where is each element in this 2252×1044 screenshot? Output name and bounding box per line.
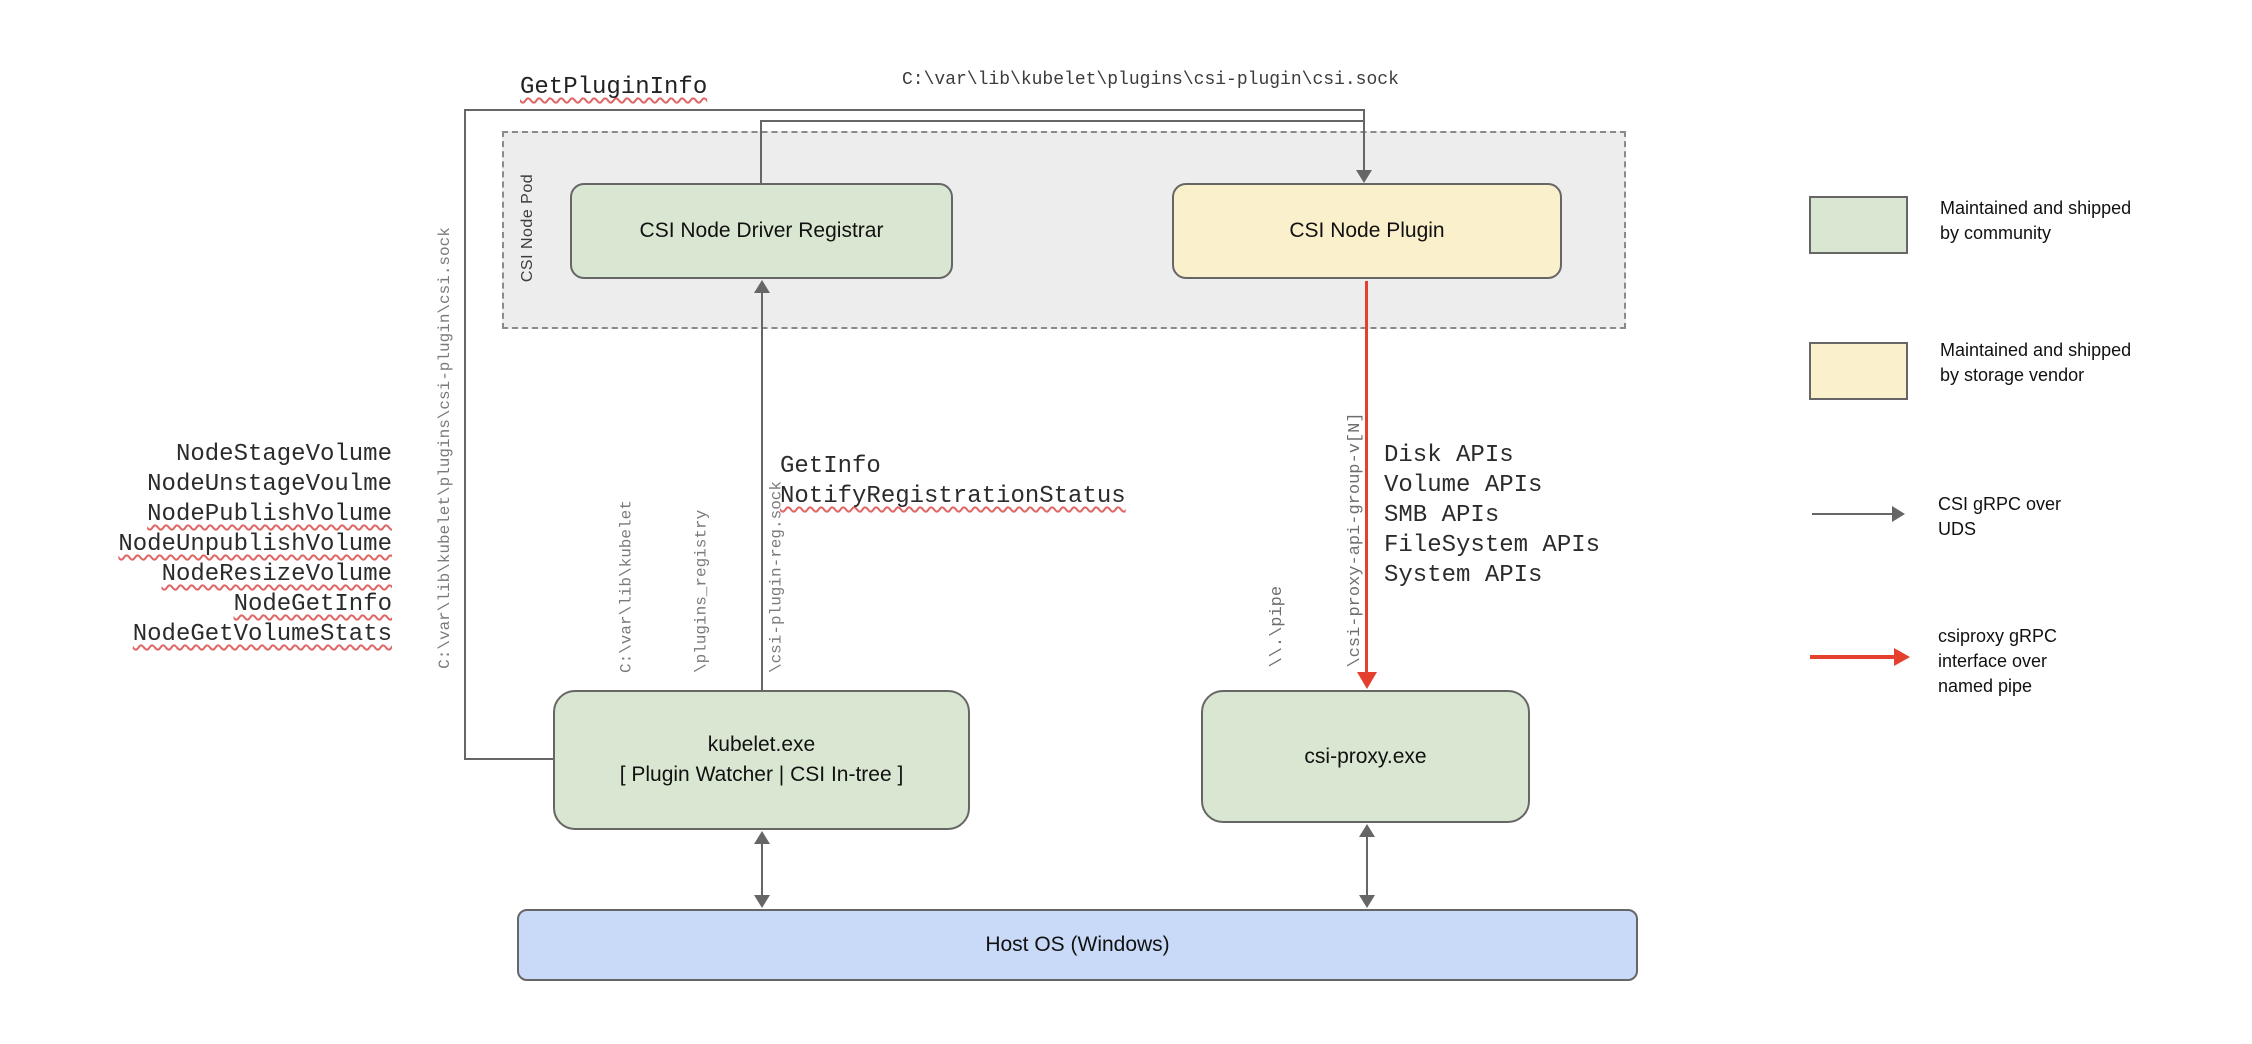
csi-sock-path-top-label: C:\var\lib\kubelet\plugins\csi-plugin\cs… (902, 70, 1399, 90)
csi-node-driver-registrar-label: CSI Node Driver Registrar (639, 219, 884, 242)
kubelet-label: kubelet.exe (707, 733, 816, 756)
csi-proxy-label: csi-proxy.exe (1304, 744, 1427, 768)
edge-kubelet-plugin-left-vertical (464, 109, 466, 760)
host-os-label: Host OS (Windows) (985, 933, 1170, 956)
csi-node-plugin-box: CSI Node Plugin (1172, 183, 1562, 279)
proxy-api: SMB APIs (1384, 502, 1500, 529)
kubelet-box: kubelet.exe [ Plugin Watcher | CSI In-tr… (553, 690, 970, 830)
legend-pipe-line: interface over (1938, 651, 2048, 671)
legend-uds-text: CSI gRPC over UDS (1938, 492, 2061, 542)
arrowhead-kubelet-host-up (754, 831, 770, 844)
csi-node-driver-registrar-box: CSI Node Driver Registrar (570, 183, 953, 279)
node-calls-list: NodeStageVolume NodeUnstageVoulme NodePu… (100, 440, 392, 650)
proxy-api: System APIs (1384, 562, 1543, 589)
proxy-api: Volume APIs (1384, 472, 1543, 499)
legend-community-line: Maintained and shipped (1940, 198, 2132, 218)
legend-pipe-line: csiproxy gRPC (1938, 626, 2058, 646)
csi-proxy-box: csi-proxy.exe (1201, 690, 1530, 823)
registration-sock-path-line: \plugins_registry (692, 509, 711, 674)
legend-vendor-text: Maintained and shipped by storage vendor (1940, 338, 2131, 388)
node-call: NodeGetInfo (233, 591, 392, 618)
edge-kubelet-plugin-bottom-horizontal (464, 758, 554, 760)
legend-pipe-line: named pipe (1938, 676, 2033, 696)
proxy-api-list: Disk APIs Volume APIs SMB APIs FileSyste… (1384, 441, 1600, 591)
legend-pipe-arrowhead (1894, 648, 1910, 666)
legend-vendor-swatch (1809, 342, 1908, 400)
registration-call: NotifyRegistrationStatus (780, 483, 1126, 510)
legend-uds-line: CSI gRPC over (1938, 494, 2062, 514)
node-call: NodeUnpublishVolume (118, 531, 392, 558)
edge-proxy-host-vertical (1366, 836, 1368, 896)
arrowhead-red-into-proxy (1357, 672, 1377, 689)
proxy-api: FileSystem APIs (1384, 532, 1601, 559)
csi-node-pod-label: CSI Node Pod (519, 173, 536, 283)
registration-calls-list: GetInfo NotifyRegistrationStatus (780, 452, 1126, 512)
edge-plugin-proxy-red-vertical (1365, 281, 1368, 674)
node-call: NodeGetVolumeStats (132, 621, 392, 648)
node-call: NodeUnstageVoulme (147, 471, 392, 498)
host-os-box: Host OS (Windows) (517, 909, 1638, 981)
node-call: NodePublishVolume (147, 501, 392, 528)
kubelet-sublabel: [ Plugin Watcher | CSI In-tree ] (619, 763, 904, 786)
edge-kubelet-host-vertical (761, 843, 763, 896)
legend-community-text: Maintained and shipped by community (1940, 196, 2131, 246)
edge-registrar-plugin-top-horizontal (760, 120, 1365, 122)
legend-pipe-text: csiproxy gRPC interface over named pipe (1938, 624, 2057, 699)
get-plugin-info-label: GetPluginInfo (520, 74, 708, 101)
named-pipe-path-line: \csi-proxy-api-group-v[N] (1346, 412, 1365, 668)
node-call: NodeResizeVolume (161, 561, 392, 588)
arrowhead-kubelet-host-down (754, 895, 770, 908)
legend-uds-arrow-line (1812, 513, 1893, 515)
csi-sock-path-left-label: C:\var\lib\kubelet\plugins\csi-plugin\cs… (436, 227, 454, 669)
proxy-api: Disk APIs (1384, 442, 1514, 469)
node-call: NodeStageVolume (175, 441, 392, 468)
registration-sock-path-line: C:\var\lib\kubelet (617, 500, 636, 674)
arrowhead-into-plugin (1356, 170, 1372, 183)
edge-into-plugin-vertical (1363, 109, 1365, 170)
legend-vendor-line: by storage vendor (1940, 365, 2085, 385)
arrowhead-into-registrar (754, 280, 770, 293)
edge-registrar-plugin-up-vertical (760, 120, 762, 183)
arrowhead-proxy-host-down (1359, 895, 1375, 908)
legend-community-swatch (1809, 196, 1908, 254)
legend-community-line: by community (1940, 223, 2052, 243)
legend-pipe-arrow-line (1810, 655, 1895, 659)
legend-uds-line: UDS (1938, 519, 1977, 539)
named-pipe-path-line: \\.\pipe (1268, 585, 1287, 668)
arrowhead-proxy-host-up (1359, 824, 1375, 837)
registration-call: GetInfo (780, 453, 881, 480)
edge-kubelet-plugin-top-horizontal (464, 109, 1365, 111)
csi-node-plugin-label: CSI Node Plugin (1289, 219, 1445, 242)
edge-kubelet-registrar-vertical (761, 292, 763, 690)
legend-vendor-line: Maintained and shipped (1940, 340, 2132, 360)
legend-uds-arrowhead (1892, 506, 1905, 522)
